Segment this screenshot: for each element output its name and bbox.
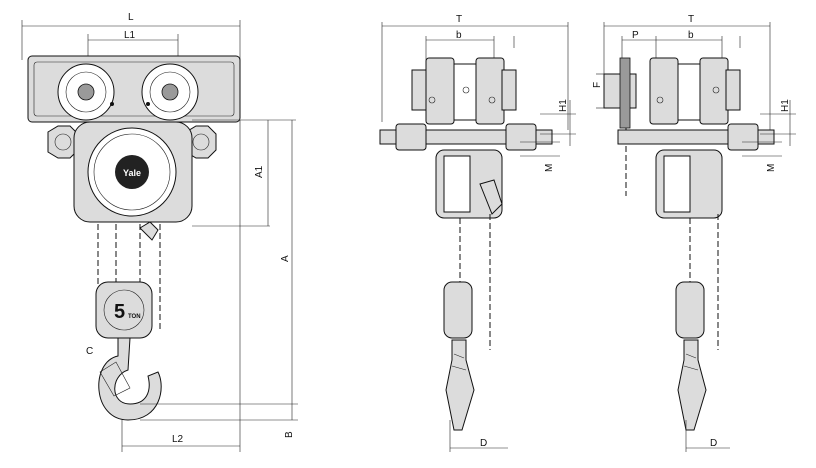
trolley-cheek-right xyxy=(475,57,505,125)
geared-chain-wheel xyxy=(619,57,631,129)
geared-axle-nut xyxy=(727,123,759,151)
dim-label-L2: L2 xyxy=(172,434,184,445)
geared-side-plate xyxy=(725,69,741,111)
dim-label-C: C xyxy=(86,346,93,357)
capacity-number: 5 xyxy=(114,301,125,323)
geared-beam-web xyxy=(677,63,701,121)
dim-label-M-geared: M xyxy=(766,164,777,172)
dim-label-D-geared: D xyxy=(710,438,717,449)
hook-side xyxy=(445,339,475,431)
geared-bottom-block xyxy=(675,281,705,339)
dim-label-P: P xyxy=(632,30,639,41)
dim-label-H1: H1 xyxy=(558,99,569,112)
axle-nut-left xyxy=(395,123,427,151)
load-hook xyxy=(98,337,162,421)
dim-label-b: b xyxy=(456,30,462,41)
geared-trolley-cheek-right xyxy=(699,57,729,125)
side-view-geared: T P b F H1 M xyxy=(592,14,796,452)
dim-label-H1-geared: H1 xyxy=(780,99,791,112)
brand-logo: Yale xyxy=(123,168,141,178)
dim-label-L: L xyxy=(128,12,134,23)
side-plate-right xyxy=(501,69,517,111)
geared-hook-side xyxy=(677,339,707,431)
dim-label-B: B xyxy=(284,431,295,438)
dim-label-T-geared: T xyxy=(688,14,694,25)
front-view: L L1 Yale A1 A xyxy=(21,12,298,452)
beam-web xyxy=(453,63,477,121)
geared-hoist-gearcase xyxy=(663,155,691,213)
brand-badge xyxy=(115,155,149,189)
dim-label-A: A xyxy=(280,255,291,262)
geared-trolley-cheek-left xyxy=(649,57,679,125)
side-view: T b H1 M xyxy=(379,14,576,452)
axle-nut-right xyxy=(505,123,537,151)
capacity-unit: TON xyxy=(128,314,141,320)
trolley-cheek-left xyxy=(425,57,455,125)
dim-label-T: T xyxy=(456,14,462,25)
dim-label-L1: L1 xyxy=(124,30,136,41)
handwheel-edge xyxy=(479,179,503,215)
chain-guide xyxy=(139,221,159,241)
dim-label-D: D xyxy=(480,438,487,449)
hand-chain xyxy=(97,224,161,330)
dim-label-F: F xyxy=(592,82,603,88)
dim-label-b-geared: b xyxy=(688,30,694,41)
hoist-gearcase xyxy=(443,155,471,213)
dim-label-A1: A1 xyxy=(254,165,265,178)
bottom-block-side xyxy=(443,281,473,339)
dim-label-M: M xyxy=(544,164,555,172)
